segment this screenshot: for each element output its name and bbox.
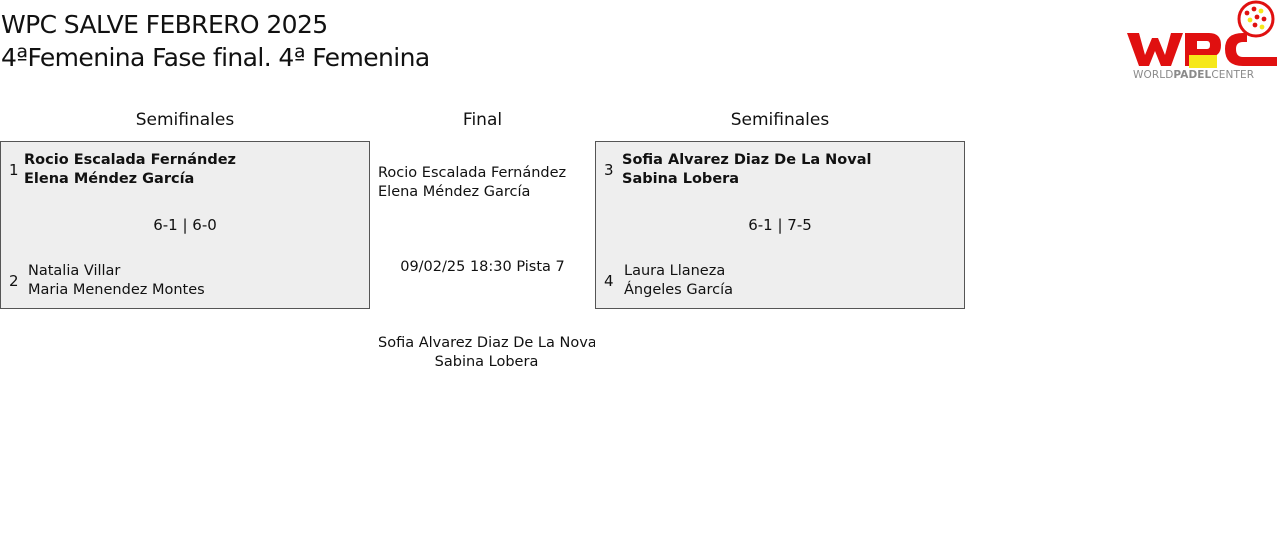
player-name: Sabina Lobera: [434, 354, 539, 370]
category-title: 4ªFemenina Fase final. 4ª Femenina: [1, 43, 430, 72]
team-seed: 2: [9, 272, 19, 290]
player-name: Rocio Escalada Fernández: [378, 165, 567, 181]
wpc-logo: WORLDPADELCENTER: [1125, 0, 1280, 84]
logo-wordmark: WORLDPADELCENTER: [1133, 69, 1255, 81]
player-name: Natalia Villar: [28, 263, 121, 279]
team-seed: 4: [604, 272, 614, 290]
team-3-names: Sofia Alvarez Diaz De La Noval Sabina Lo…: [622, 151, 871, 189]
player-name: Rocio Escalada Fernández: [24, 152, 236, 168]
column-title-semifinal-left: Semifinales: [135, 110, 235, 130]
player-name: Sabina Lobera: [622, 171, 740, 187]
player-name: Maria Menendez Montes: [28, 282, 205, 298]
final-schedule: 09/02/25 18:30 Pista 7: [400, 259, 565, 275]
match-score: 6-1 | 6-0: [153, 216, 217, 234]
player-name: Elena Méndez García: [24, 171, 195, 187]
tournament-title: WPC SALVE FEBRERO 2025: [1, 10, 328, 39]
team-4-names: Laura Llaneza Ángeles García: [624, 262, 733, 300]
wpc-logo-graphic: [1127, 0, 1277, 68]
final-team-2: Sofia Alvarez Diaz De La Noval Sabina Lo…: [378, 334, 595, 372]
column-title-semifinal-right: Semifinales: [730, 110, 830, 130]
semifinal-left-match[interactable]: 1 Rocio Escalada Fernández Elena Méndez …: [0, 141, 370, 309]
player-name: Elena Méndez García: [378, 184, 531, 200]
final-team-1: Rocio Escalada Fernández Elena Méndez Ga…: [378, 164, 566, 202]
semifinal-right-match[interactable]: 3 Sofia Alvarez Diaz De La Noval Sabina …: [595, 141, 965, 309]
player-name: Sofia Alvarez Diaz De La Noval: [378, 335, 595, 351]
player-name: Ángeles García: [624, 282, 733, 298]
column-title-final: Final: [462, 110, 503, 130]
team-seed: 3: [604, 161, 614, 179]
team-2-names: Natalia Villar Maria Menendez Montes: [28, 262, 205, 300]
team-1-names: Rocio Escalada Fernández Elena Méndez Ga…: [24, 151, 236, 189]
team-seed: 1: [9, 161, 19, 179]
player-name: Laura Llaneza: [624, 263, 726, 279]
player-name: Sofia Alvarez Diaz De La Noval: [622, 152, 872, 168]
match-score: 6-1 | 7-5: [748, 216, 812, 234]
